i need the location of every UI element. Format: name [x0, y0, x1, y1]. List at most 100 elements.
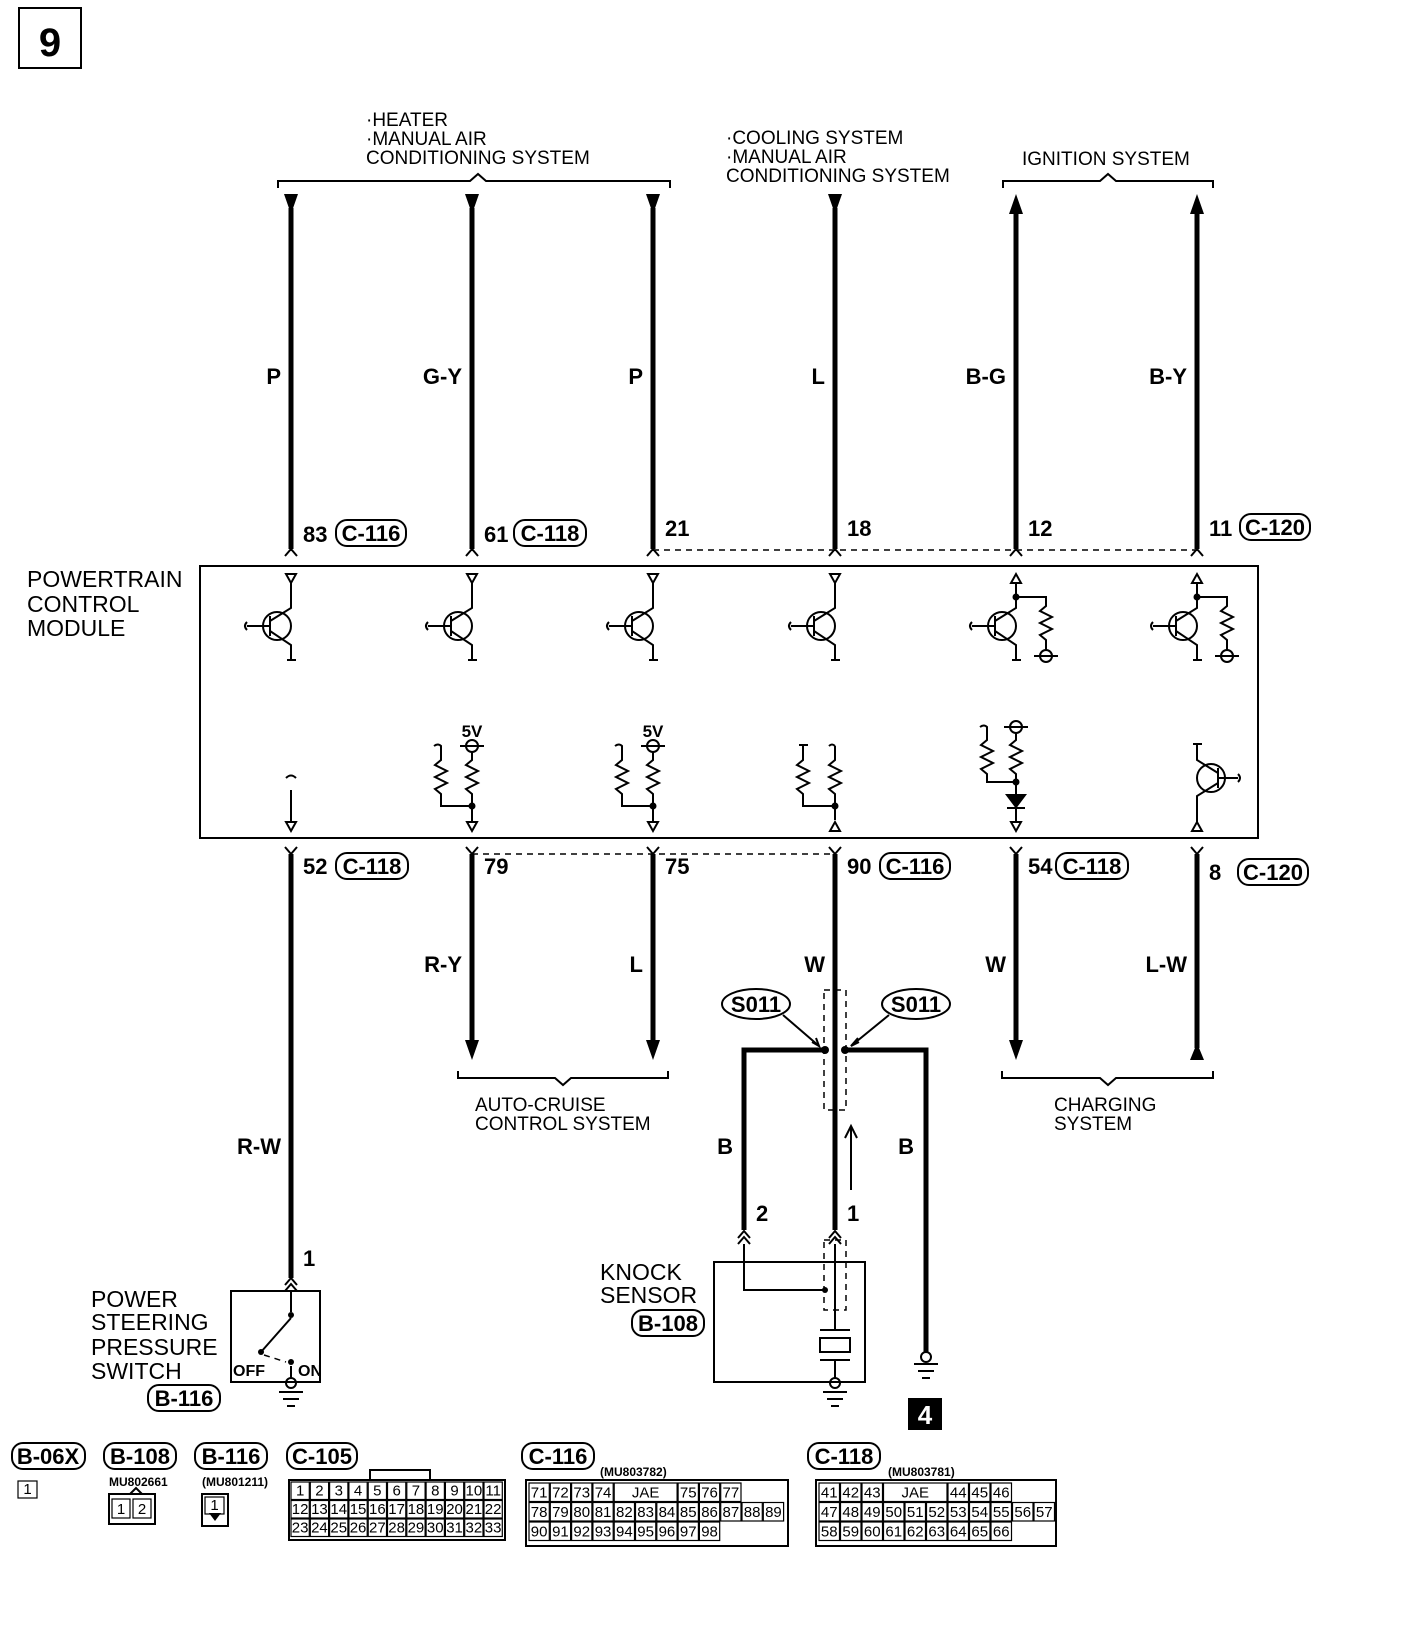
- connector-pin-cell: [677, 1501, 699, 1522]
- connector-pin-cell: [613, 1482, 678, 1503]
- arrow-up-icon: [1190, 194, 1204, 214]
- piezo-element-icon: [819, 1329, 851, 1378]
- connector-pin-cell: [111, 1498, 131, 1519]
- connector-pin-label: 81: [595, 1504, 612, 1521]
- connector-pin-cell: [762, 1501, 785, 1522]
- legend-connector-name: B-06X: [17, 1444, 80, 1469]
- knock-sensor-name-2: SENSOR: [600, 1282, 697, 1308]
- bottom-wire-color-54: W: [985, 952, 1006, 977]
- top-terminal-marks: [284, 547, 1204, 557]
- connector-pin-label: 31: [446, 1520, 463, 1537]
- arrow-up-icon: [1190, 1043, 1204, 1060]
- arrow-up-icon: [1009, 194, 1023, 214]
- connector-pin-label: 61: [885, 1524, 902, 1541]
- connector-pin-cell: [613, 1521, 636, 1542]
- connector-pin-cell: [741, 1501, 763, 1522]
- connector-pin-cell: [613, 1501, 636, 1522]
- connector-pin-cell: [698, 1521, 721, 1542]
- top-pin-21: 21: [665, 516, 689, 541]
- ps-switch-name-4: SWITCH: [91, 1358, 182, 1384]
- switch-pivot: [288, 1312, 294, 1318]
- connector-pin-cell: [464, 1481, 484, 1501]
- arrow-up-icon: [844, 1123, 858, 1190]
- heater-label-line-3: CONDITIONING SYSTEM: [366, 148, 590, 169]
- connector-badge: [147, 1384, 221, 1412]
- connector-pin-cell: [444, 1518, 465, 1538]
- arrow-down-icon: [465, 1040, 479, 1060]
- page-number-box: [18, 7, 82, 69]
- top-wire-color-21: P: [628, 364, 643, 389]
- charging-label-line-2: SYSTEM: [1054, 1114, 1132, 1135]
- connector-pin-cell: [968, 1501, 991, 1522]
- bottom-pin-79: 79: [484, 854, 508, 879]
- connector-pin-cell: [204, 1496, 225, 1515]
- cooling-label-line-2: ·MANUAL AIR: [726, 147, 847, 168]
- connector-pin-label: 42: [842, 1485, 859, 1502]
- top-connector-83: C-116: [342, 521, 401, 546]
- connector-pin-cell: [444, 1481, 465, 1501]
- bottom-connector-8: C-120: [1243, 860, 1303, 885]
- connector-pin-cell: [528, 1521, 550, 1542]
- connector-pin-label: 27: [369, 1520, 386, 1537]
- connector-pin-label: 90: [531, 1524, 548, 1541]
- connector-pin-label: 53: [950, 1504, 967, 1521]
- bottom-pin-75: 75: [665, 854, 689, 879]
- connector-pin-label: 15: [350, 1501, 367, 1518]
- connector-pin-cell: [290, 1481, 310, 1501]
- transistor-icon: [788, 573, 842, 661]
- connector-badge: [879, 852, 951, 880]
- connector-pin-label: 7: [412, 1483, 420, 1500]
- connector-pin-cell: [425, 1481, 446, 1501]
- connector-pin-cell: [904, 1521, 927, 1542]
- connector-pin-label: 12: [292, 1501, 309, 1518]
- bottom-wires: [284, 846, 1204, 1278]
- heater-group-bracket: [277, 172, 671, 188]
- connector-pin-label: 65: [971, 1524, 988, 1541]
- connector-pin-label: 54: [971, 1504, 988, 1521]
- connector-pin-label: 13: [311, 1501, 328, 1518]
- connector-pin-cell: [947, 1521, 970, 1542]
- connector-pin-cell: [367, 1518, 388, 1538]
- switch-dash: [263, 1354, 287, 1363]
- connector-pin-cell: [861, 1482, 884, 1503]
- connector-pin-label: 73: [573, 1485, 590, 1502]
- connector-face: [201, 1493, 229, 1527]
- connector-pin-cell: [720, 1482, 742, 1503]
- connector-pin-label: 58: [821, 1524, 838, 1541]
- bottom-pin-52: 52: [303, 854, 327, 879]
- connector-pin-cell: [818, 1521, 841, 1542]
- connector-pin-label: 47: [821, 1504, 838, 1521]
- connector-pin-label: 97: [680, 1524, 697, 1541]
- connector-key-icon: [209, 1513, 221, 1521]
- connector-pin-cell: [464, 1518, 484, 1538]
- connector-pin-cell: [818, 1501, 841, 1522]
- transistor-icon: [244, 573, 298, 661]
- connector-pin-label: 92: [573, 1524, 590, 1541]
- connector-pin-label: 1: [296, 1483, 304, 1500]
- top-wire-color-11: B-Y: [1149, 364, 1187, 389]
- bottom-connector-90: C-116: [886, 854, 945, 879]
- arrow-down-icon: [1009, 1040, 1023, 1060]
- transistor-icon: [606, 573, 660, 661]
- connector-badge: [11, 1442, 86, 1470]
- connector-pin-cell: [592, 1482, 614, 1503]
- bottom-wire-color-52: R-W: [237, 1134, 281, 1159]
- connector-pin-cell: [367, 1499, 388, 1519]
- legend-connector-name: B-108: [110, 1444, 170, 1469]
- connector-pin-label: 77: [723, 1485, 740, 1502]
- supply-label-75: 5V: [643, 722, 664, 741]
- legend-part-number: (MU801211): [202, 1475, 268, 1489]
- ground-point-number: 4: [918, 1400, 933, 1430]
- transistor-icon: [1150, 571, 1239, 663]
- connector-pin-cell: [925, 1521, 948, 1542]
- connector-pin-label: 85: [680, 1504, 697, 1521]
- connector-pin-cell: [386, 1481, 407, 1501]
- connector-pin-cell: [386, 1518, 407, 1538]
- ps-switch-name-3: PRESSURE: [91, 1334, 218, 1360]
- connector-pin-label: 26: [350, 1520, 367, 1537]
- connector-pin-cell: [406, 1518, 426, 1538]
- top-wire-color-12: B-G: [966, 364, 1006, 389]
- ps-switch-pin: 1: [303, 1246, 315, 1271]
- connector-pin-cell: [990, 1501, 1013, 1522]
- legend-part-number: MU802661: [109, 1475, 168, 1489]
